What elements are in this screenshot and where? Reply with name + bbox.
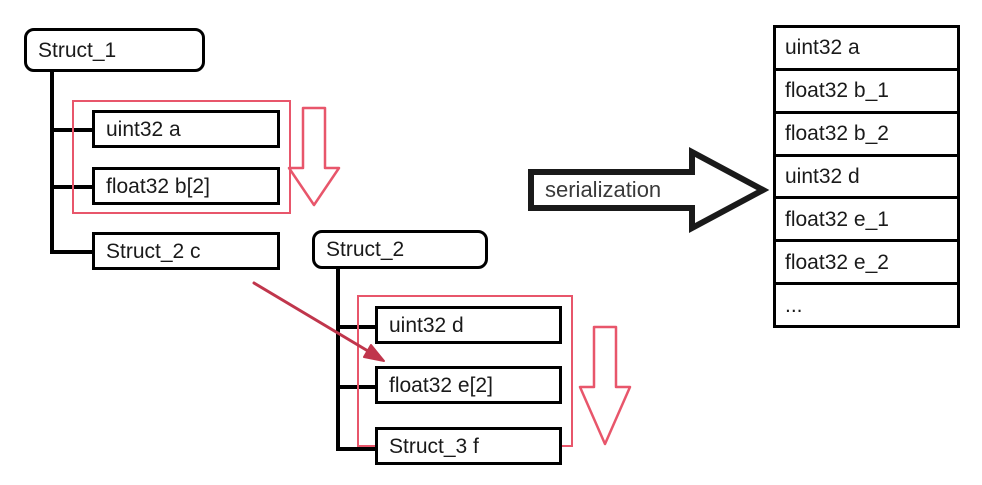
struct2-field-label-f: Struct_3 f — [389, 434, 479, 458]
output-row-uint32-d[interactable]: uint32 d — [776, 157, 957, 200]
struct2-trunk-line — [336, 266, 340, 451]
struct2-field-uint32-d[interactable]: uint32 d — [375, 306, 562, 344]
output-row-float32-e1[interactable]: float32 e_1 — [776, 199, 957, 243]
struct2-header-box[interactable]: Struct_2 — [312, 230, 488, 269]
output-row-uint32-a[interactable]: uint32 a — [776, 28, 957, 71]
struct1-field-label-c: Struct_2 c — [106, 239, 201, 263]
output-row-label: float32 e_2 — [785, 250, 889, 274]
struct2-branch-line-d — [336, 325, 379, 329]
struct1-branch-line-b — [50, 185, 95, 189]
output-row-label: uint32 a — [785, 36, 860, 60]
struct2-branch-line-e — [336, 385, 379, 389]
output-row-ellipsis[interactable]: ... — [776, 285, 957, 325]
serialized-output-list: uint32 a float32 b_1 float32 b_2 uint32 … — [773, 25, 960, 328]
struct1-header-box[interactable]: Struct_1 — [24, 28, 205, 72]
output-row-float32-b1[interactable]: float32 b_1 — [776, 71, 957, 114]
output-row-label: uint32 d — [785, 165, 860, 188]
output-row-label: float32 e_1 — [785, 207, 889, 231]
serialization-label: serialization — [545, 177, 662, 202]
output-row-float32-b2[interactable]: float32 b_2 — [776, 114, 957, 157]
struct2-field-label-d: uint32 d — [389, 313, 464, 337]
struct2-branch-line-f — [336, 447, 379, 451]
struct2-header-label: Struct_2 — [326, 238, 405, 261]
struct1-field-uint32-a[interactable]: uint32 a — [92, 110, 280, 148]
struct1-header-label: Struct_1 — [38, 38, 117, 62]
clipped-header-text: …… — [0, 0, 982, 5]
struct2-field-float32-e[interactable]: float32 e[2] — [375, 366, 562, 404]
struct1-field-float32-b[interactable]: float32 b[2] — [92, 167, 280, 205]
struct1-branch-line-a — [50, 128, 95, 132]
output-row-label: float32 b_2 — [785, 122, 889, 146]
struct1-expand-down-arrow — [287, 106, 341, 207]
struct1-field-label-a: uint32 a — [106, 117, 181, 141]
struct1-field-struct2-c[interactable]: Struct_2 c — [92, 232, 280, 270]
struct2-field-label-e: float32 e[2] — [389, 373, 493, 397]
struct1-field-label-b: float32 b[2] — [106, 174, 210, 198]
struct1-branch-line-c — [50, 250, 95, 254]
struct2-expand-down-arrow — [578, 325, 632, 446]
struct2-reference-arrow — [252, 281, 385, 362]
struct1-trunk-line — [50, 70, 54, 254]
output-row-label: ... — [785, 293, 803, 317]
struct2-field-struct3-f[interactable]: Struct_3 f — [375, 427, 562, 465]
output-row-float32-e2[interactable]: float32 e_2 — [776, 242, 957, 286]
output-row-label: float32 b_1 — [785, 79, 889, 103]
